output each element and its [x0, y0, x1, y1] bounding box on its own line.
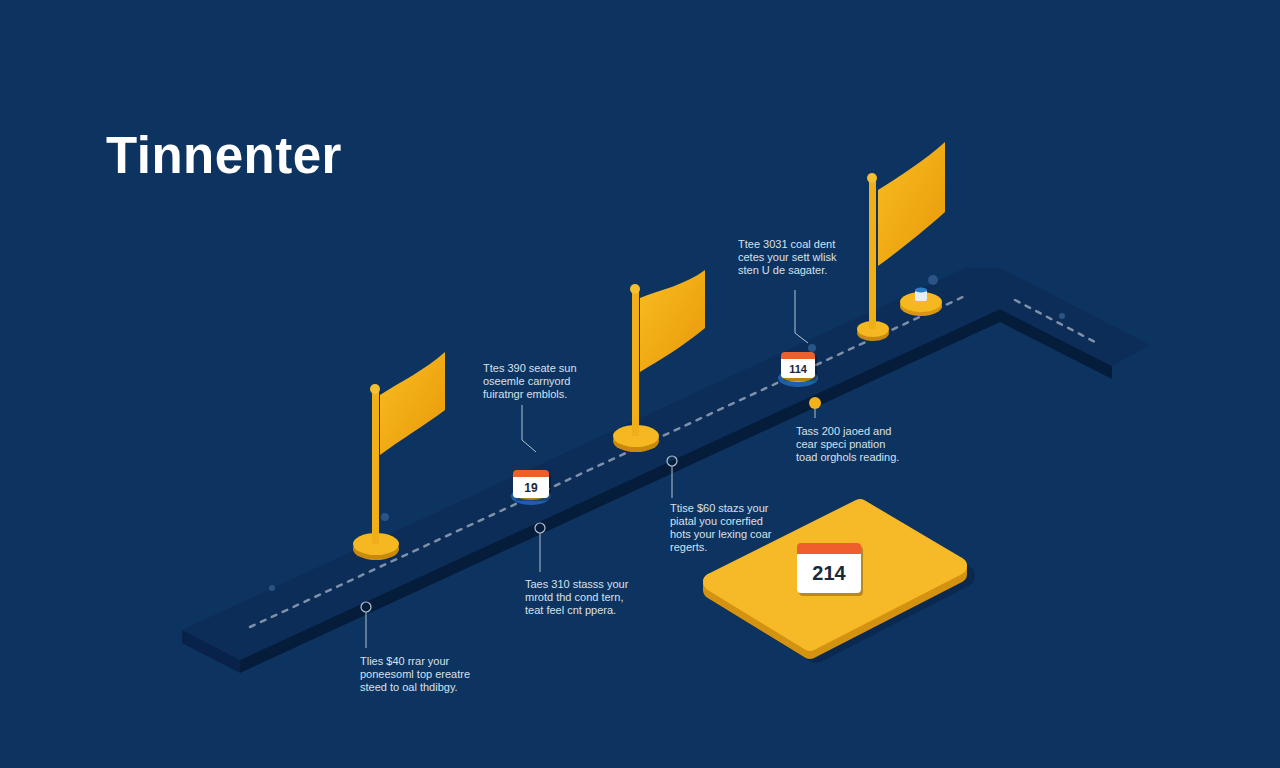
calendar-number: 19 — [524, 481, 537, 495]
flag-cloth — [380, 352, 445, 455]
flag-cloth — [640, 270, 705, 372]
dot — [381, 513, 389, 521]
dot — [1059, 313, 1065, 319]
dashed-path — [250, 296, 965, 627]
flag-pole — [372, 390, 379, 544]
page-title: Tinnenter — [106, 126, 342, 185]
flag-pole — [867, 173, 877, 183]
calendar-number: 214 — [812, 562, 845, 585]
flag-pole — [630, 284, 640, 294]
leader-line — [522, 405, 536, 452]
band-side — [240, 309, 1112, 673]
flag-pole — [869, 178, 876, 329]
dot — [808, 344, 816, 352]
marker-dot — [809, 397, 821, 409]
calendar-icon: 214 — [797, 543, 861, 593]
callout-text: Ttee 3031 coal dent cetes your sett wlis… — [738, 238, 846, 277]
flag-pole — [370, 384, 380, 394]
leader-line — [795, 290, 808, 343]
marker-ring — [361, 602, 371, 612]
flag-cloth — [878, 142, 945, 266]
dot — [269, 585, 275, 591]
leader-line — [366, 612, 367, 648]
flag-pole — [632, 290, 639, 436]
calendar-icon: 19 — [513, 470, 549, 498]
callout-text: Tass 200 jaoed and cear speci pnation to… — [796, 425, 902, 464]
leader-line — [815, 409, 816, 418]
leader-line — [672, 466, 673, 498]
marker-ring — [535, 523, 545, 533]
dashed-path — [1015, 300, 1095, 342]
marker-ring — [667, 456, 677, 466]
calendar-icon: 114 — [781, 352, 815, 378]
callout-text: Tlies $40 rrar your poneesoml top ereatr… — [360, 655, 478, 694]
callout-text: Ttes 390 seate sun oseemle carnyord fuir… — [483, 362, 591, 401]
dot — [928, 275, 938, 285]
band-top — [182, 268, 1150, 660]
callout-text: Ttise $60 stazs your piatal you corerfie… — [670, 502, 774, 554]
leader-line — [540, 533, 541, 572]
cup-icon — [915, 288, 927, 293]
calendar-number: 114 — [789, 363, 807, 375]
callout-text: Taes 310 stasss your mrotd thd cond tern… — [525, 578, 641, 617]
